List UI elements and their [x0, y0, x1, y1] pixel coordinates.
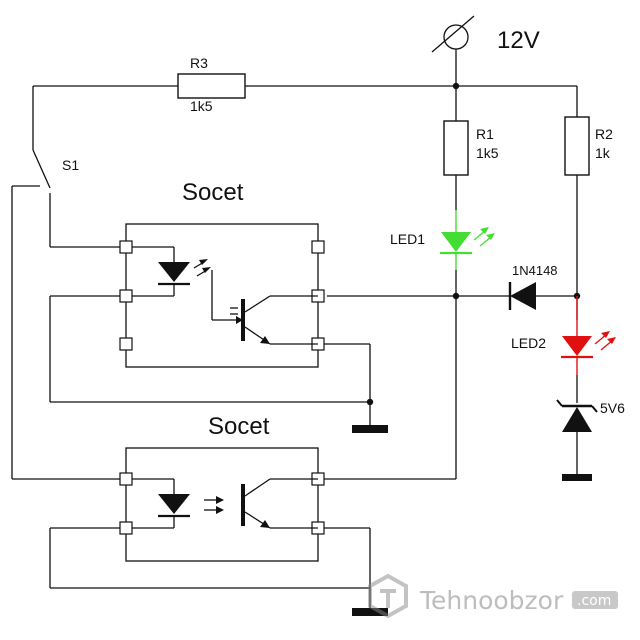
- socket-bottom-label: Socet: [208, 413, 270, 440]
- socket-top-label: Socet: [182, 179, 244, 206]
- watermark-suffix: .com: [577, 593, 611, 609]
- led1-label: LED1: [390, 231, 425, 247]
- r2-name: R2: [595, 126, 613, 142]
- supply-label: 12V: [497, 27, 540, 54]
- r3-value: 1k5: [190, 98, 213, 114]
- watermark-text: Tehnoobzor: [419, 586, 564, 615]
- junction-dot: [366, 398, 374, 406]
- optocoupler-bottom-transistor: [241, 478, 318, 529]
- socket-bottom: [119, 447, 325, 562]
- optocoupler-top-led: [132, 246, 211, 297]
- r3-name: R3: [190, 55, 208, 71]
- socket-top: [119, 223, 325, 368]
- supply-terminal: [431, 15, 475, 86]
- r2-value: 1k: [595, 145, 611, 161]
- watermark-logo: [368, 573, 408, 619]
- ground-symbol: [352, 608, 388, 616]
- switch-s1: [11, 86, 126, 480]
- zener-diode: [556, 375, 598, 481]
- led2-label: LED2: [511, 335, 546, 351]
- r1-value: 1k5: [476, 145, 499, 161]
- optocoupler-top-transistor: [211, 270, 318, 345]
- watermark-badge: [572, 591, 618, 609]
- ground-symbol: [352, 425, 388, 433]
- ground-symbol: [562, 474, 592, 481]
- s1-label: S1: [62, 157, 79, 173]
- resistor-r3: [177, 73, 246, 99]
- resistor-r1: [443, 120, 469, 176]
- resistor-r2: [564, 116, 590, 176]
- led2-symbol: [561, 296, 616, 375]
- led1-symbol: [440, 210, 495, 270]
- r1-name: R1: [476, 126, 494, 142]
- zener-label: 5V6: [600, 400, 625, 416]
- diode-1n4148: [508, 282, 577, 310]
- optocoupler-bottom-led: [132, 478, 224, 529]
- diode-label: 1N4148: [512, 263, 558, 278]
